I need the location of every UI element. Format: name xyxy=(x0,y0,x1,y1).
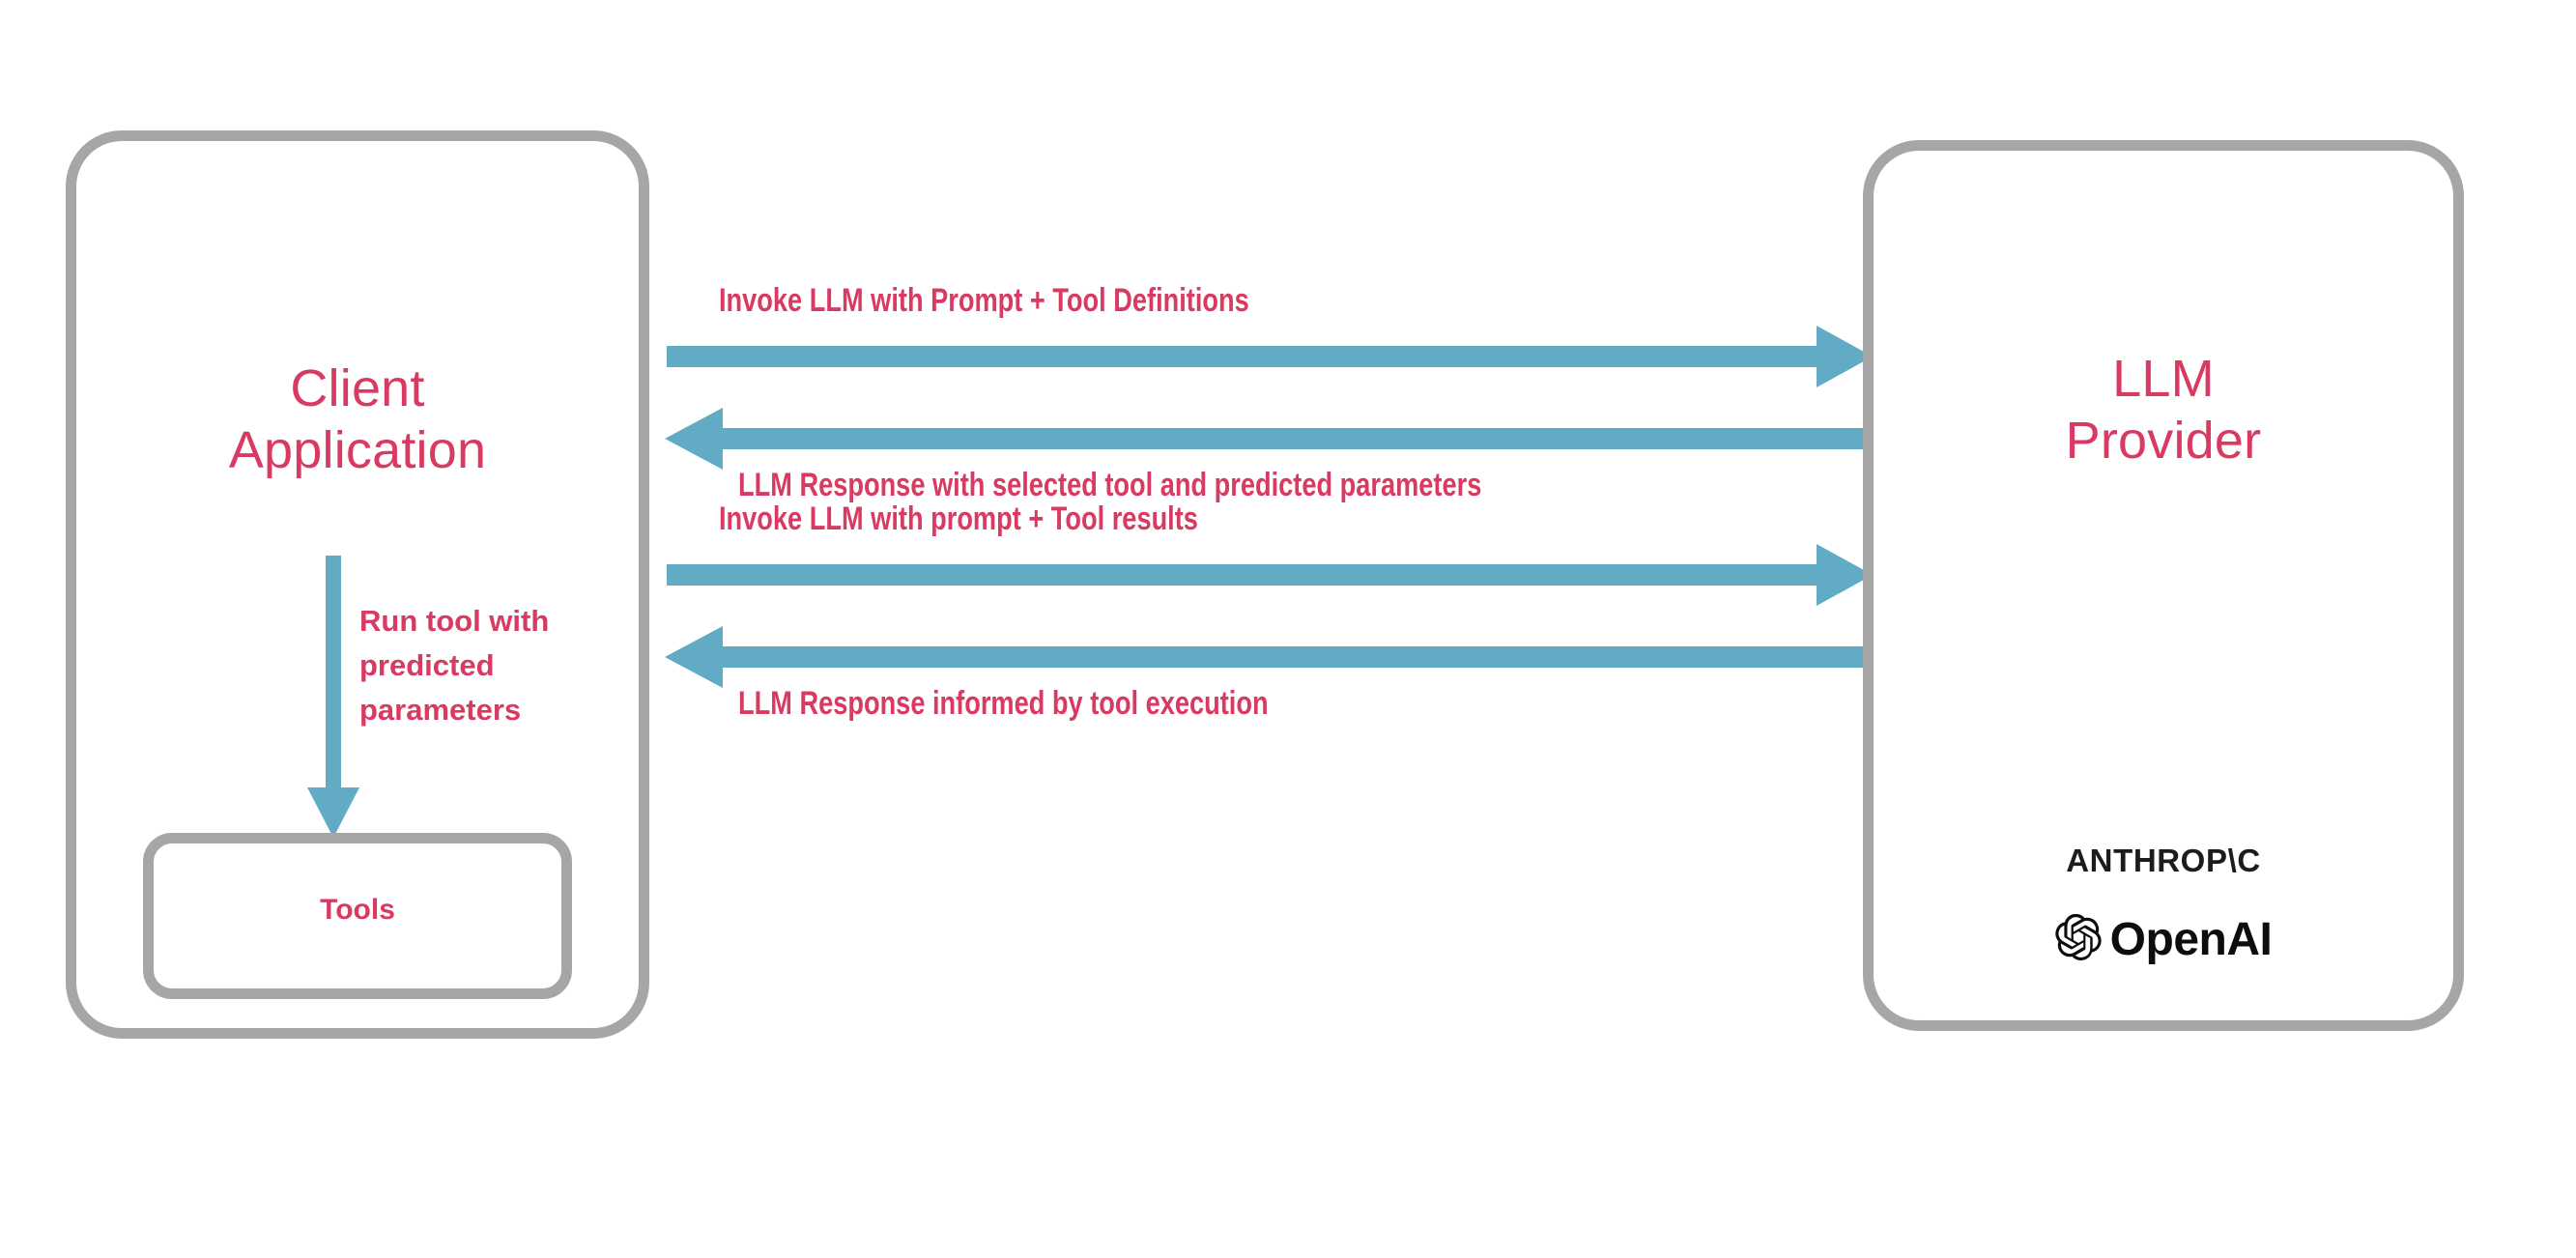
run-tool-label-line-2: predicted xyxy=(359,648,495,682)
provider-title-line-2: Provider xyxy=(2065,412,2262,470)
openai-logo: OpenAI xyxy=(1873,913,2454,966)
client-title-line-2: Application xyxy=(228,421,487,479)
flow-label-invoke-2: Invoke LLM with prompt + Tool results xyxy=(719,500,1198,537)
run-tool-label-line-1: Run tool with xyxy=(359,604,550,638)
left-arrow-icon xyxy=(665,626,1873,688)
client-application-title: Client Application xyxy=(75,357,640,481)
run-tool-label-line-3: parameters xyxy=(359,693,522,727)
openai-knot-icon xyxy=(2054,913,2102,965)
left-arrow-icon xyxy=(665,408,1873,470)
down-arrow-icon xyxy=(300,556,367,838)
tools-label: Tools xyxy=(320,894,395,926)
tools-box xyxy=(143,833,572,999)
openai-wordmark: OpenAI xyxy=(2109,914,2273,965)
llm-provider-box xyxy=(1863,140,2464,1031)
client-title-line-1: Client xyxy=(290,359,425,417)
flow-label-invoke-1: Invoke LLM with Prompt + Tool Definition… xyxy=(719,282,1249,319)
llm-provider-title: LLM Provider xyxy=(1873,348,2454,472)
run-tool-label: Run tool with predicted parameters xyxy=(359,599,649,732)
right-arrow-icon xyxy=(667,326,1873,387)
provider-title-line-1: LLM xyxy=(2112,350,2215,408)
anthropic-logo: ANTHROP\C xyxy=(2066,843,2261,878)
flow-label-response-1: LLM Response with selected tool and pred… xyxy=(738,467,1482,503)
flow-label-response-2: LLM Response informed by tool execution xyxy=(738,685,1269,722)
right-arrow-icon xyxy=(667,544,1873,606)
